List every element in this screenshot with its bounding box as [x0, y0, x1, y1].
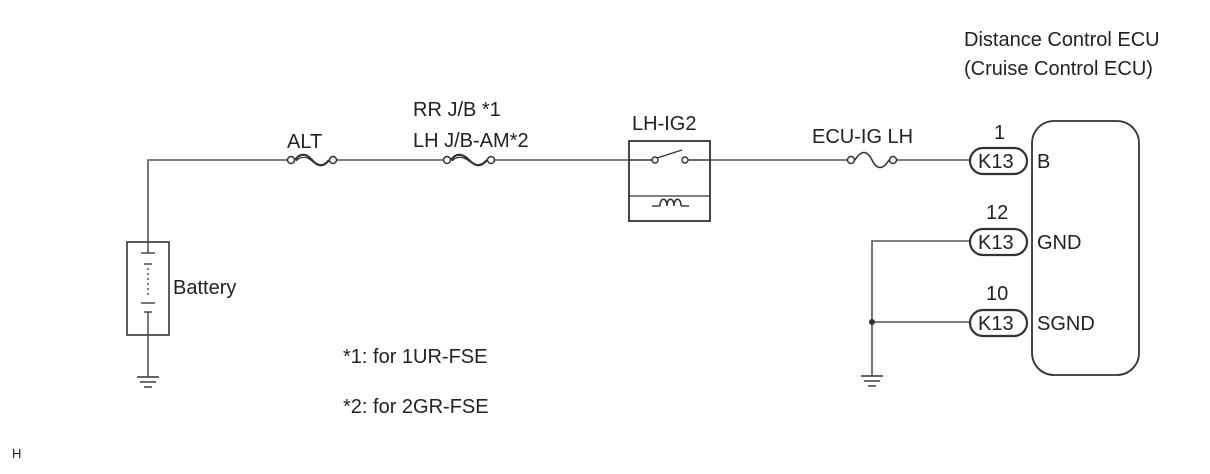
junction-block-fuse — [442, 153, 496, 167]
ecu-ground-wires — [869, 240, 972, 376]
ecu-ground-icon — [861, 375, 883, 387]
relay-label: LH-IG2 — [632, 113, 696, 135]
connector-k13-sgnd — [968, 308, 1029, 338]
terminal-sgnd-label: SGND — [1037, 313, 1095, 335]
alt-fuse-label: ALT — [287, 131, 322, 153]
battery-symbol — [126, 241, 170, 336]
ecu-title-line2: (Cruise Control ECU) — [964, 58, 1153, 80]
ecu-title-line1: Distance Control ECU — [964, 29, 1160, 51]
alt-fuse — [286, 153, 338, 167]
connector-code-1: K13 — [978, 151, 1014, 173]
connector-k13-gnd — [968, 227, 1029, 257]
connector-pin-12: 12 — [986, 202, 1008, 224]
corner-mark: H — [12, 446, 21, 461]
battery-label: Battery — [173, 277, 236, 299]
ecu-ig-fuse-label: ECU-IG LH — [812, 126, 913, 148]
junction-block-label-line2: LH J/B-AM*2 — [413, 130, 529, 152]
terminal-b-label: B — [1037, 151, 1050, 173]
junction-block-label-line1: RR J/B *1 — [413, 99, 501, 121]
relay-lh-ig2 — [628, 140, 711, 222]
footnote-1: *1: for 1UR-FSE — [343, 346, 487, 368]
terminal-gnd-label: GND — [1037, 232, 1081, 254]
connector-pin-10: 10 — [986, 283, 1008, 305]
main-power-wire — [147, 159, 972, 242]
connector-code-10: K13 — [978, 313, 1014, 335]
connector-code-12: K13 — [978, 232, 1014, 254]
battery-ground-icon — [137, 335, 159, 388]
ecu-ig-fuse — [846, 151, 898, 169]
connector-k13-b — [968, 146, 1029, 176]
footnote-2: *2: for 2GR-FSE — [343, 396, 489, 418]
ecu-box — [1031, 120, 1140, 376]
connector-pin-1: 1 — [994, 122, 1005, 144]
